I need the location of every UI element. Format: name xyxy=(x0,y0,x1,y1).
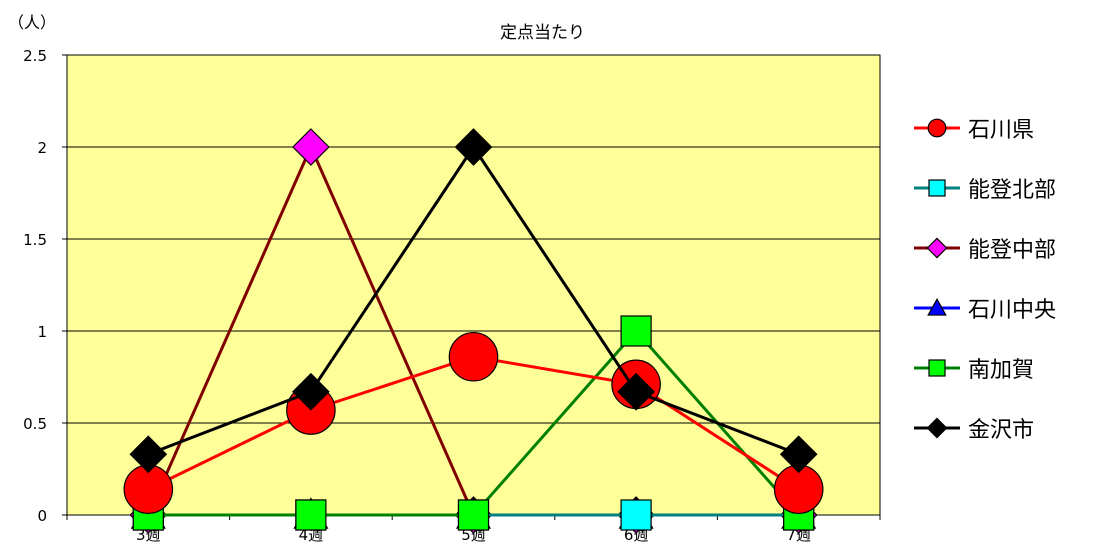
legend-swatch xyxy=(914,237,960,259)
legend-marker xyxy=(926,417,948,439)
y-tick-label: 2 xyxy=(37,139,47,157)
y-axis-unit-label: （人） xyxy=(8,13,57,32)
legend-swatch xyxy=(914,417,960,439)
legend-swatch xyxy=(914,179,960,197)
data-point xyxy=(295,499,327,531)
chart-title: 定点当たり xyxy=(500,23,585,43)
series-6 xyxy=(129,128,818,474)
legend-label: 能登北部 xyxy=(968,178,1057,203)
data-point xyxy=(292,128,330,166)
y-tick-label: 0.5 xyxy=(23,415,47,433)
legend-item: 南加賀 xyxy=(912,348,1034,388)
legend-marker xyxy=(928,359,946,377)
series-5 xyxy=(132,315,815,531)
legend-swatch xyxy=(914,359,960,377)
legend-item: 能登北部 xyxy=(912,168,1056,208)
legend-item: 能登中部 xyxy=(912,228,1056,268)
data-point xyxy=(620,315,652,347)
legend-marker xyxy=(927,118,947,138)
legend-item: 石川県 xyxy=(912,108,1034,148)
plot-area xyxy=(67,55,880,515)
data-point xyxy=(617,372,655,411)
legend-marker xyxy=(927,297,947,316)
legend-label: 石川県 xyxy=(968,118,1035,143)
legend-item: 金沢市 xyxy=(912,408,1034,448)
y-tick-label: 1.5 xyxy=(23,231,47,249)
data-point xyxy=(620,499,652,531)
legend-swatch xyxy=(914,118,960,138)
legend-item: 石川中央 xyxy=(912,288,1056,328)
y-tick-label: 1 xyxy=(37,323,47,341)
y-tick-label: 2.5 xyxy=(23,47,47,65)
data-point xyxy=(454,128,493,166)
data-point xyxy=(779,435,818,474)
data-point xyxy=(457,499,490,531)
legend-label: 能登中部 xyxy=(968,238,1057,263)
legend-marker xyxy=(928,179,946,197)
y-tick-label: 0 xyxy=(37,507,47,525)
legend-marker xyxy=(926,237,948,259)
data-point xyxy=(292,372,330,411)
legend-label: 金沢市 xyxy=(968,418,1035,443)
legend-label: 南加賀 xyxy=(968,358,1035,383)
legend-swatch xyxy=(914,297,960,316)
legend-label: 石川中央 xyxy=(968,298,1057,323)
data-point xyxy=(448,331,499,382)
data-point xyxy=(129,435,168,474)
